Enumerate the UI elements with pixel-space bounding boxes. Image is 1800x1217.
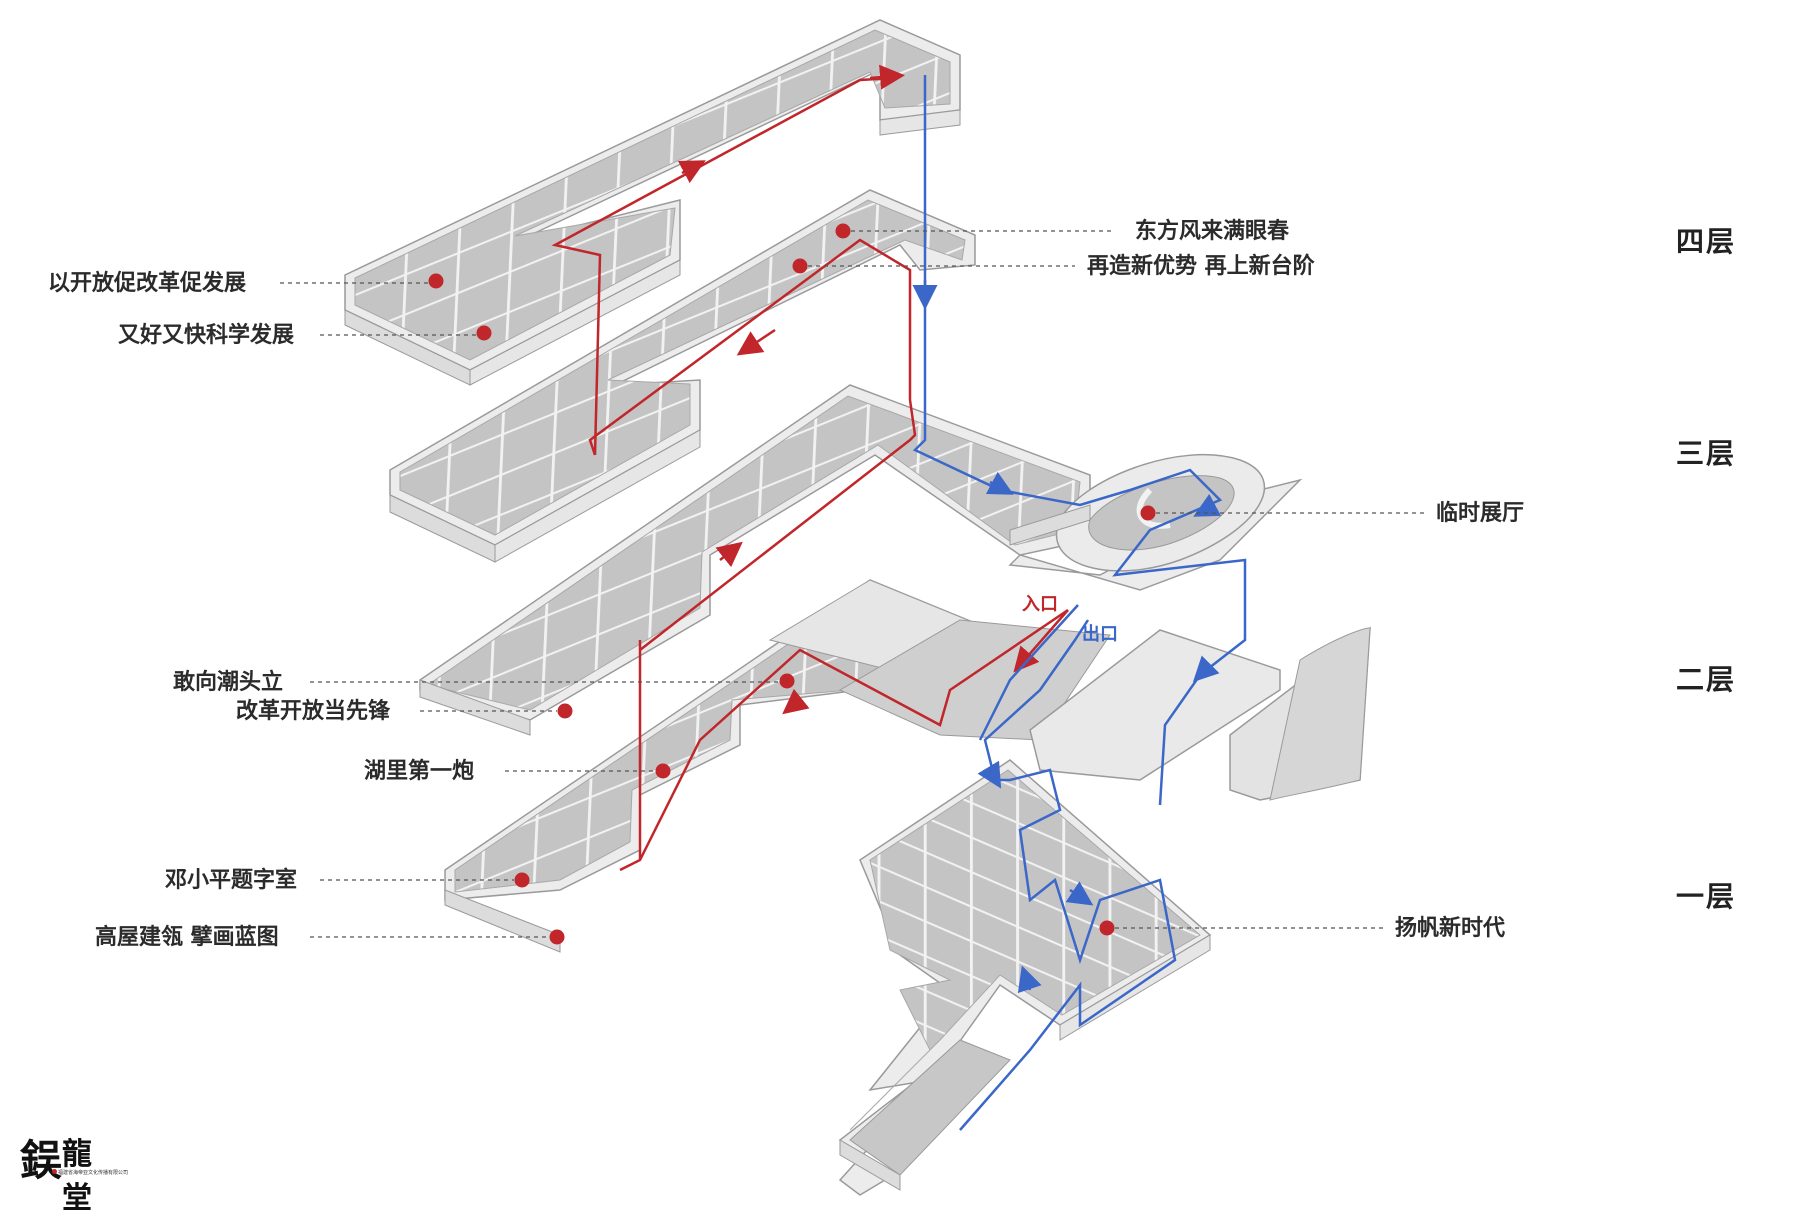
logo-dot-icon: [52, 1169, 57, 1174]
label-huli-first: 湖里第一炮: [364, 758, 475, 784]
marker-4c: [835, 223, 851, 239]
marker-1c: [1099, 920, 1115, 936]
floor-label-2: 二层: [1676, 663, 1737, 696]
floor-4-lower-wing: [389, 189, 976, 563]
company-logo: 鋘 龍堂 福建省海帝亚文化传播有限公司: [12, 1125, 128, 1216]
floor-label-4: 四层: [1676, 225, 1737, 258]
label-temp-hall: 临时展厅: [1436, 500, 1525, 526]
red-route: [551, 64, 1069, 872]
blue-route: [912, 75, 1247, 1131]
exit-label: 出口: [1082, 624, 1118, 645]
marker-1a: [514, 872, 530, 888]
label-deng-room: 邓小平题字室: [165, 867, 298, 893]
floor-label-3: 三层: [1676, 437, 1737, 470]
label-open-reform: 以开放促改革促发展: [48, 270, 247, 296]
marker-3a: [1140, 505, 1156, 521]
label-new-advantage: 再造新优势 再上新台阶: [1087, 253, 1315, 279]
label-reform-vanguard: 改革开放当先锋: [236, 698, 391, 724]
marker-4d: [792, 258, 808, 274]
logo-mark: 鋘: [20, 1136, 63, 1185]
marker-2b: [557, 703, 573, 719]
marker-2a: [779, 673, 795, 689]
label-blueprint: 高屋建瓴 擘画蓝图: [95, 924, 279, 950]
label-east-wind: 东方风来满眼春: [1135, 218, 1290, 244]
floor-label-1: 一层: [1676, 880, 1737, 913]
marker-4a: [428, 273, 444, 289]
logo-subtitle: 福建省海帝亚文化传播有限公司: [58, 1170, 129, 1176]
label-dare-tide: 敢向潮头立: [173, 669, 284, 695]
marker-1b: [549, 929, 565, 945]
floor-4-upper-wing: [344, 19, 961, 386]
label-scientific-development: 又好又快科学发展: [118, 322, 295, 348]
entrance-label: 入口: [1022, 594, 1058, 615]
marker-4b: [476, 325, 492, 341]
label-new-era: 扬帆新时代: [1395, 915, 1506, 941]
exhibit-markers: [428, 223, 1156, 945]
marker-2c: [655, 763, 671, 779]
external-building: [1229, 626, 1371, 801]
leader-lines: [280, 230, 1425, 938]
